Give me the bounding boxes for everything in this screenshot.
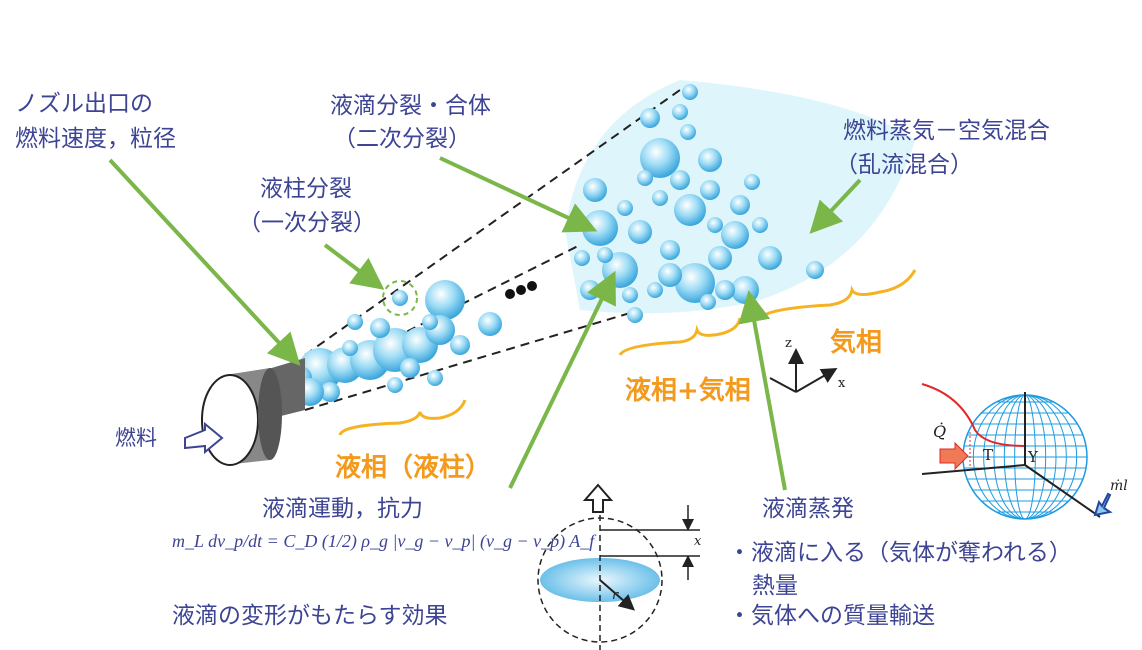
brace-marks — [338, 269, 917, 436]
droplet — [658, 263, 682, 287]
two-phase-label: 液相+気相 — [625, 376, 751, 406]
droplet — [617, 200, 633, 216]
secondary-breakup-label: 液滴分裂・合体 — [330, 93, 491, 119]
mass-flux-label: ṁl — [1110, 478, 1128, 494]
droplet — [680, 124, 696, 140]
droplet — [320, 382, 340, 402]
droplet — [698, 148, 722, 172]
droplet — [744, 174, 760, 190]
fuel-inlet-arrow — [184, 421, 224, 455]
droplet — [583, 178, 607, 202]
droplet — [721, 221, 749, 249]
droplet — [675, 263, 715, 303]
droplet — [427, 370, 443, 386]
droplet — [400, 358, 420, 378]
droplet — [342, 340, 358, 356]
droplet — [347, 314, 363, 330]
mass-arrow — [1093, 492, 1113, 517]
droplet — [670, 170, 690, 190]
droplet-motion-label: 液滴運動，抗力 — [262, 496, 423, 522]
droplet — [707, 217, 723, 233]
highlight-droplet-ring — [382, 280, 418, 316]
heat-flux-label: Q̇ — [933, 422, 947, 441]
ellipsis-dots — [505, 281, 537, 299]
heat-arrow — [939, 441, 969, 471]
droplet — [672, 104, 688, 120]
droplet — [580, 280, 600, 300]
axis-x-label: x — [838, 376, 846, 391]
droplet — [758, 246, 782, 270]
droplet — [660, 240, 680, 260]
droplet — [637, 170, 653, 186]
droplet — [392, 290, 408, 306]
heat-label: ・液滴に入る（気体が奪われる） — [728, 540, 1072, 566]
droplet — [628, 220, 652, 244]
droplet — [715, 280, 735, 300]
mixing-label: （乱流混合） — [835, 152, 973, 178]
droplet — [682, 84, 698, 100]
axis-z-label: z — [785, 336, 792, 351]
mass-fraction-label: Y — [1028, 448, 1038, 466]
droplet — [425, 280, 465, 320]
green-arrows — [108, 156, 862, 491]
droplet — [700, 180, 720, 200]
droplets — [288, 84, 824, 406]
droplet — [450, 335, 470, 355]
droplet — [708, 246, 732, 270]
drag-equation: m_L dv_p/dt = C_D (1/2) ρ_g |v_g − v_p| … — [172, 531, 595, 551]
evaporation-label: 液滴蒸発 — [762, 496, 854, 522]
droplet — [597, 247, 613, 263]
nozzle-label: 燃料速度，粒径 — [15, 126, 176, 152]
droplet — [806, 261, 824, 279]
nozzle-label: ノズル出口の — [15, 91, 153, 117]
secondary-breakup-label: （二次分裂） — [333, 126, 471, 152]
droplet — [478, 312, 502, 336]
evaporation-sphere — [921, 383, 1113, 520]
droplet — [674, 194, 706, 226]
radius-label: r — [612, 588, 619, 603]
droplet — [422, 314, 438, 330]
nozzle — [184, 358, 305, 466]
mixing-label: 燃料蒸気－空気混合 — [843, 118, 1050, 144]
droplet — [731, 276, 759, 304]
up-arrow — [582, 483, 614, 513]
mass-transfer-label: ・気体への質量輸送 — [728, 603, 935, 629]
droplet — [370, 318, 390, 338]
droplet — [622, 287, 638, 303]
droplet — [700, 294, 716, 310]
deformation-x-label: x — [694, 534, 702, 549]
axes-icon — [769, 348, 838, 393]
droplet — [640, 108, 660, 128]
fuel-label: 燃料 — [115, 426, 157, 450]
droplet — [652, 190, 668, 206]
droplet — [647, 282, 663, 298]
liquid-phase-label: 液相（液柱） — [335, 453, 492, 483]
primary-breakup-label: （一次分裂） — [238, 210, 376, 236]
deformation-label: 液滴の変形がもたらす効果 — [172, 603, 448, 629]
droplet — [730, 195, 750, 215]
droplet — [627, 307, 643, 323]
droplet — [752, 217, 768, 233]
gas-phase-label: 気相 — [830, 328, 883, 358]
droplet — [640, 138, 680, 178]
primary-breakup-label: 液柱分裂 — [260, 176, 352, 202]
droplet — [574, 250, 590, 266]
heat-label: 熱量 — [752, 573, 798, 599]
droplet — [387, 377, 403, 393]
deformation-figure — [537, 483, 700, 650]
temperature-label: T — [983, 446, 994, 464]
